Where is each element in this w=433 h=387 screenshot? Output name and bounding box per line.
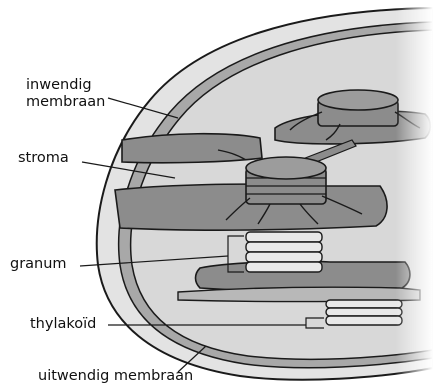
label-granum: granum — [10, 256, 67, 273]
label-outer-membrane: uitwendig membraan — [38, 368, 193, 385]
label-inner-membrane-line2: membraan — [26, 94, 105, 111]
label-stroma: stroma — [18, 150, 69, 167]
label-inner-membrane: inwendig membraan — [26, 77, 105, 110]
label-thylakoid: thylakoïd — [30, 316, 96, 333]
stroma-lamella-2 — [122, 134, 262, 163]
fade-overlay — [300, 0, 433, 387]
label-inner-membrane-line1: inwendig — [26, 77, 105, 94]
